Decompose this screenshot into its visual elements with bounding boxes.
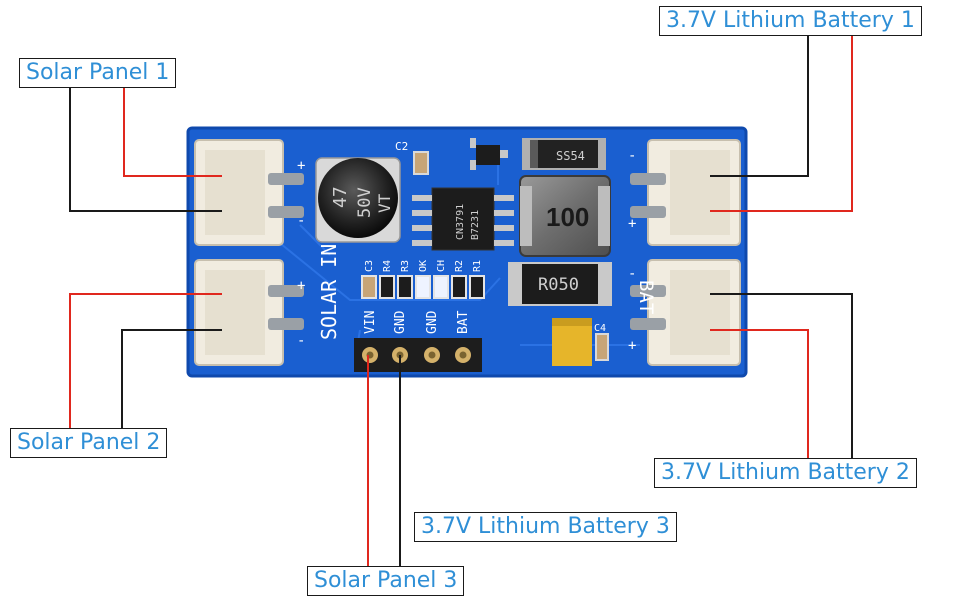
silk-solar-in: SOLAR IN bbox=[317, 244, 341, 340]
silk-ref-r4: R4 bbox=[382, 260, 393, 272]
ic-chip: CN3791 B7231 bbox=[412, 187, 514, 251]
diode-marking: SS54 bbox=[556, 149, 585, 163]
silk-plus-b2: + bbox=[628, 338, 636, 354]
wire-solar2-positive bbox=[69, 293, 222, 428]
wire-solar1-negative bbox=[69, 86, 222, 212]
silk-ref-c2: C2 bbox=[395, 140, 408, 153]
label-solar-panel-1: Solar Panel 1 bbox=[19, 58, 177, 88]
silk-pin-gnd-1: GND bbox=[393, 310, 408, 334]
battery-connector-1 bbox=[630, 139, 741, 246]
schottky-diode: SS54 bbox=[522, 138, 606, 170]
silk-pin-bat: BAT bbox=[456, 310, 471, 334]
silk-minus-b1: - bbox=[628, 148, 636, 164]
solar-connector-2 bbox=[194, 259, 304, 366]
transistor-chip bbox=[470, 138, 508, 170]
silk-minus-sp1: - bbox=[297, 213, 305, 229]
electrolytic-capacitor: 47 50V VT bbox=[315, 157, 401, 243]
silk-ref-r1: R1 bbox=[472, 260, 483, 272]
silk-minus-sp2: - bbox=[297, 333, 305, 349]
label-solar-panel-3: Solar Panel 3 bbox=[307, 566, 465, 596]
shunt-resistor: R050 bbox=[508, 262, 612, 306]
power-inductor: 100 bbox=[519, 175, 611, 257]
label-battery-3: 3.7V Lithium Battery 3 bbox=[414, 512, 677, 542]
silk-pin-gnd-2: GND bbox=[425, 310, 440, 334]
silk-ref-c3: C3 bbox=[364, 260, 375, 272]
wire-solar1-positive bbox=[123, 86, 222, 177]
capacitor-text-2: 50V bbox=[355, 187, 375, 218]
ic-marking-1: CN3791 bbox=[455, 204, 466, 240]
silk-plus-sp2: + bbox=[297, 278, 305, 294]
ic-marking-2: B7231 bbox=[470, 210, 481, 240]
silk-ref-ok: OK bbox=[418, 260, 429, 272]
capacitor-c2 bbox=[413, 151, 429, 175]
silk-ref-r3: R3 bbox=[400, 260, 411, 272]
silk-minus-b2: - bbox=[628, 266, 636, 282]
pcb-edge bbox=[186, 126, 748, 378]
capacitor-text-1: 47 bbox=[330, 186, 351, 208]
tantalum-capacitor bbox=[552, 318, 592, 366]
silk-pin-vin: VIN bbox=[363, 311, 378, 334]
battery-connector-2 bbox=[630, 259, 741, 366]
wire-solar2-negative bbox=[121, 329, 222, 428]
wire-battery2-negative bbox=[710, 293, 853, 458]
resistor-led-row bbox=[361, 275, 485, 299]
silk-bat: BAT bbox=[635, 280, 657, 314]
header-pins bbox=[354, 338, 482, 372]
wire-battery2-positive bbox=[710, 329, 809, 458]
silk-ref-c4: C4 bbox=[594, 323, 606, 334]
resistor-marking: R050 bbox=[538, 275, 579, 295]
silk-ref-ch: CH bbox=[436, 260, 447, 272]
label-battery-2: 3.7V Lithium Battery 2 bbox=[654, 458, 917, 488]
inductor-marking: 100 bbox=[546, 202, 589, 232]
capacitor-c4 bbox=[595, 333, 609, 361]
wire-battery1-negative bbox=[710, 36, 809, 177]
silk-plus-b1: + bbox=[628, 216, 636, 232]
capacitor-text-3: VT bbox=[375, 193, 394, 213]
silk-plus-sp1: + bbox=[297, 158, 305, 174]
silk-ref-r2: R2 bbox=[454, 260, 465, 272]
label-solar-panel-2: Solar Panel 2 bbox=[10, 428, 168, 458]
solar-connector-1 bbox=[194, 139, 304, 246]
wire-battery1-positive bbox=[710, 36, 853, 212]
label-battery-1: 3.7V Lithium Battery 1 bbox=[659, 6, 922, 36]
